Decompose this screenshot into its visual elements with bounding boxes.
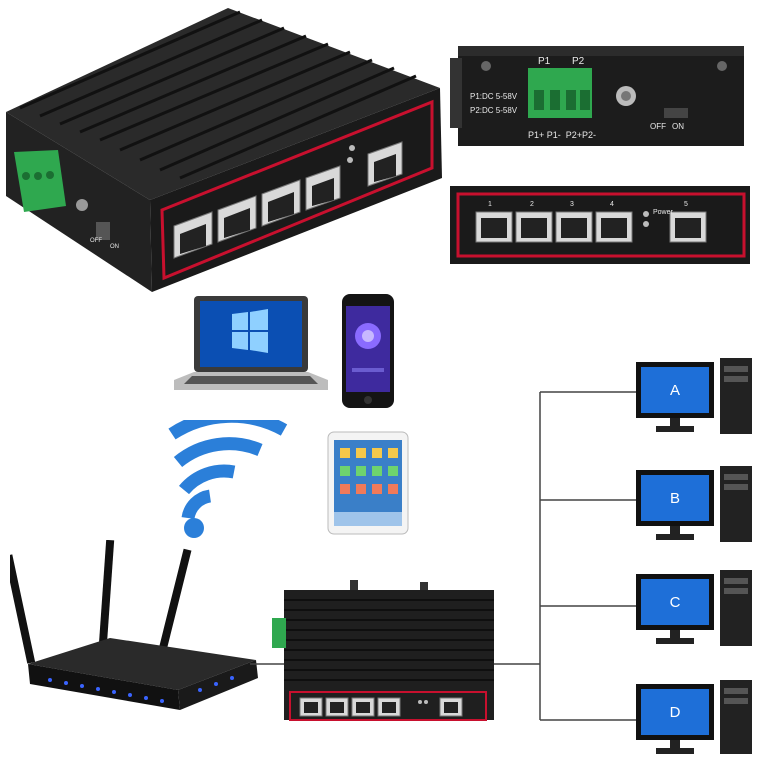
switch-on-label: ON <box>672 122 684 131</box>
wifi-icon <box>160 409 290 540</box>
port-number-5: 5 <box>684 201 688 208</box>
terminal-label-p1: P1 <box>538 56 551 67</box>
computer-a: A <box>636 358 756 438</box>
desktop-computer-icon <box>636 466 752 542</box>
angled-switch-off-label: OFF <box>90 238 102 244</box>
tablet-image <box>326 430 410 536</box>
switch-off-label: OFF <box>650 122 666 131</box>
computer-label-a: A <box>669 382 680 399</box>
angled-switch-on-label: ON <box>110 244 119 250</box>
terminal-label-p2: P2 <box>572 56 585 67</box>
power-spec-2: P2:DC 5-58V <box>470 106 518 115</box>
power-spec-1: P1:DC 5-58V <box>470 92 518 101</box>
rear-panel-view: P1 P2 P1:DC 5-58V P2:DC 5-58V P1+ P1- P2… <box>450 42 750 152</box>
port-number-2: 2 <box>530 201 534 208</box>
switch-main-view <box>270 580 500 730</box>
computer-b: B <box>636 466 756 546</box>
computer-c: C <box>636 570 756 650</box>
front-panel-view: 1 2 3 4 5 Power <box>448 184 754 268</box>
port-number-4: 4 <box>610 201 614 208</box>
smartphone-image <box>340 292 396 410</box>
port-number-1: 1 <box>488 201 492 208</box>
router-image <box>4 539 260 720</box>
desktop-computer-icon <box>636 570 752 646</box>
computer-label-b: B <box>669 490 680 507</box>
computer-d: D <box>636 680 756 758</box>
desktop-computer-icon <box>636 358 752 434</box>
desktop-computer-icon <box>636 680 752 754</box>
terminal-polarity: P1+ P1- P2+P2- <box>528 130 597 140</box>
switch-angled-view <box>0 0 450 300</box>
power-led-label: Power <box>653 209 673 216</box>
computer-label-d: D <box>669 704 681 721</box>
laptop-image <box>172 296 330 400</box>
front-panel-illustration <box>450 186 750 264</box>
port-number-3: 3 <box>570 201 574 208</box>
switch-angled-illustration <box>6 8 442 292</box>
computer-label-c: C <box>669 594 681 611</box>
rear-panel-illustration <box>450 46 744 146</box>
